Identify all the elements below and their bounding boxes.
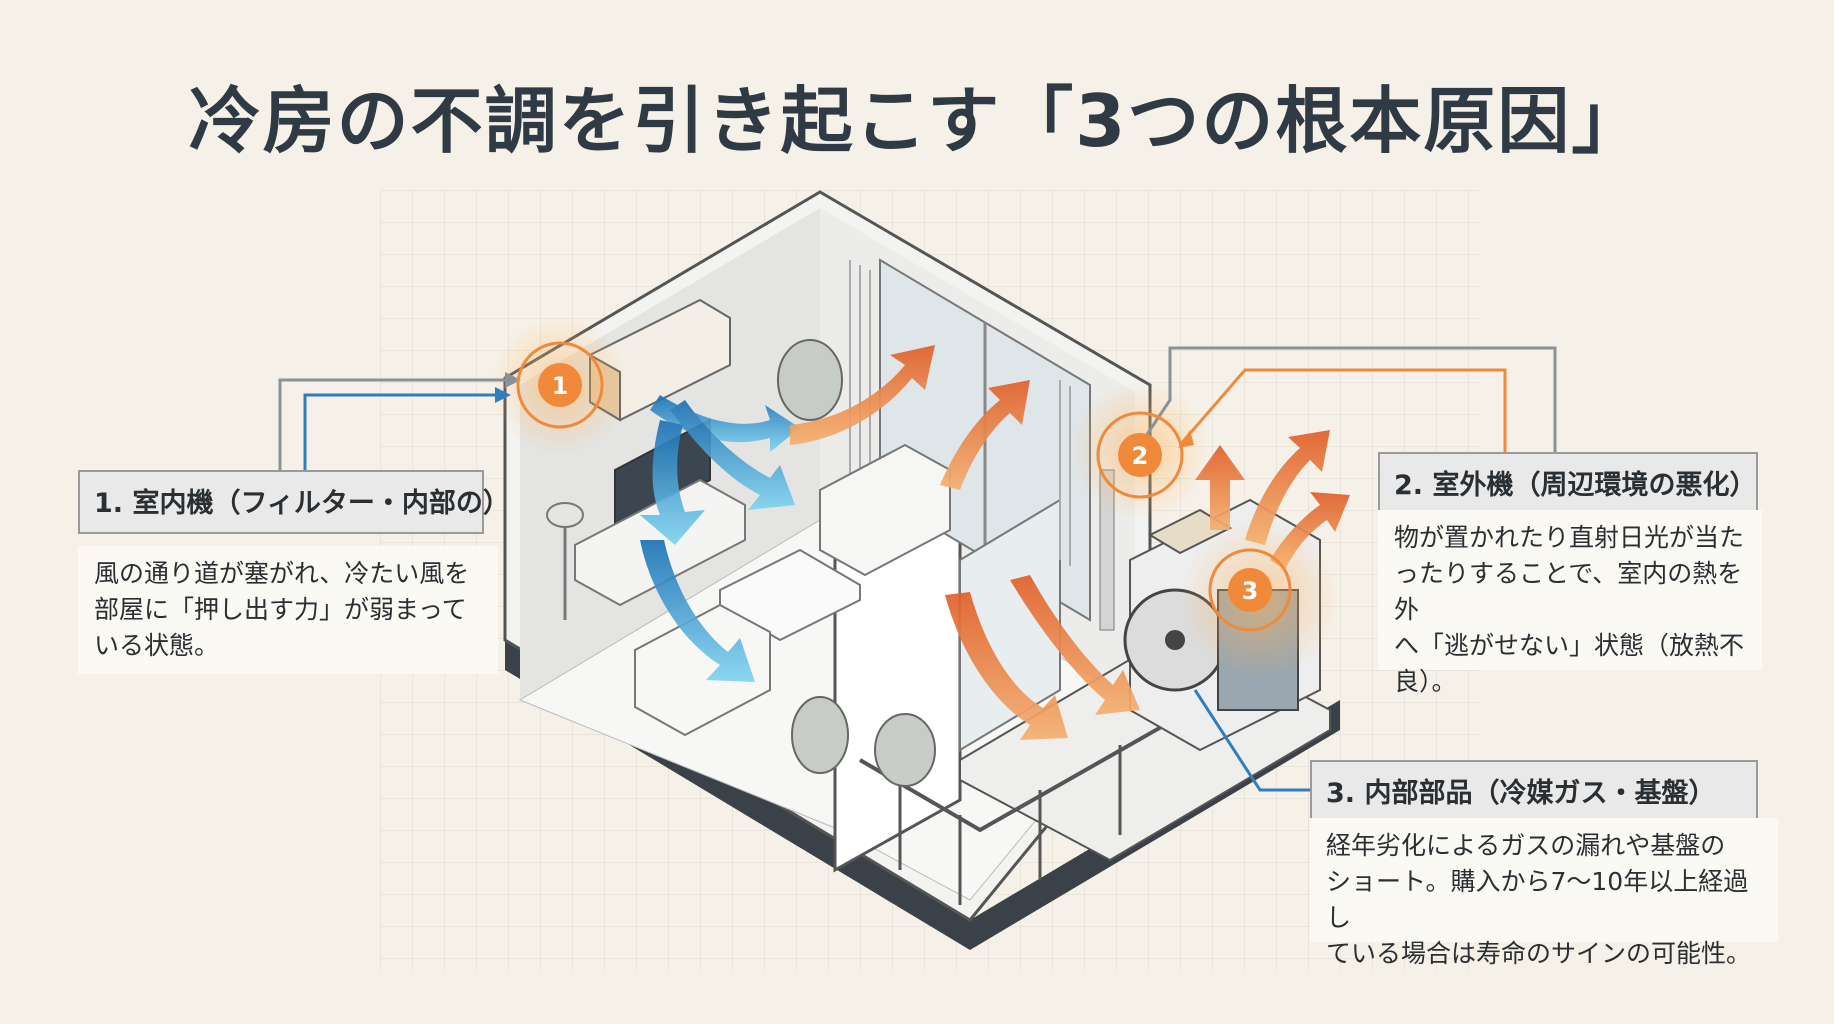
callout-3-body: 経年劣化によるガスの漏れや基盤の ショート。購入から7〜10年以上経過し ている… (1310, 818, 1778, 968)
badge-3-label: 3 (1242, 577, 1259, 605)
badge-2: 2 (1096, 411, 1184, 499)
cold-airflow-arrows (640, 395, 800, 682)
callout-3-heading: 3. 内部部品（冷媒ガス・基盤） (1310, 760, 1758, 824)
callout-1-line: いる状態。 (94, 631, 220, 660)
badge-3: 3 (1208, 548, 1292, 632)
callout-2-line: 良）。 (1394, 667, 1457, 696)
callout-2-line: 物が置かれたり直射日光が当た (1394, 523, 1745, 552)
callout-2-body: 物が置かれたり直射日光が当た ったりすることで、室内の熱を外 へ「逃がせない」状… (1378, 510, 1762, 696)
callout-1-line: 風の通り道が塞がれ、冷たい風を (94, 559, 470, 588)
badge-1-label: 1 (552, 372, 569, 400)
callout-3-line: 経年劣化によるガスの漏れや基盤の (1326, 831, 1726, 860)
callout-1-body: 風の通り道が塞がれ、冷たい風を 部屋に「押し出す力」が弱まって いる状態。 (78, 546, 498, 674)
hot-airflow-arrows (790, 345, 1350, 740)
callout-3-line: ている場合は寿命のサインの可能性。 (1326, 939, 1752, 968)
callout-2-line: へ「逃がせない」状態（放熱不 (1394, 631, 1745, 660)
callout-2-line: ったりすることで、室内の熱を外 (1394, 559, 1743, 624)
callout-1-heading: 1. 室内機（フィルター・内部の） (78, 470, 510, 534)
callout-3-line: ショート。購入から7〜10年以上経過し (1326, 867, 1749, 932)
badge-2-label: 2 (1132, 442, 1149, 470)
page-title: 冷房の不調を引き起こす「3つの根本原因」 (188, 79, 1646, 163)
callout-2-heading: 2. 室外機（周辺環境の悪化） (1378, 452, 1758, 516)
badge-1: 1 (516, 341, 604, 429)
callout-1-line: 部屋に「押し出す力」が弱まって (94, 595, 467, 624)
connector-lines (278, 346, 1557, 792)
